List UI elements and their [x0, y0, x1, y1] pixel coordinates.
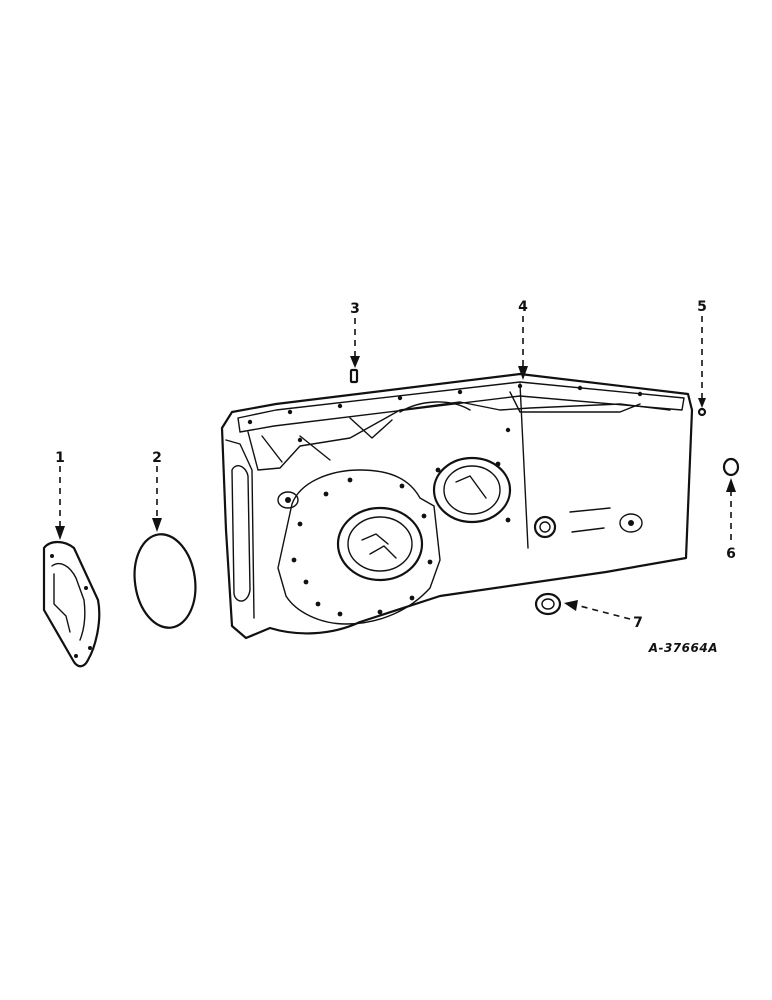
callout-4: 4 [518, 299, 528, 315]
part-1-cover-plate [42, 540, 101, 668]
callout-labels: 1 2 3 4 5 6 7 [55, 299, 736, 631]
part-5-plug [697, 407, 707, 417]
part-7-oil-seal [534, 592, 562, 616]
drawing-reference-number: A-37664A [648, 641, 718, 655]
callout-1: 1 [55, 450, 65, 466]
bolt-holes [247, 383, 643, 617]
part-6-cup-plug [722, 457, 740, 477]
callout-5: 5 [697, 299, 707, 315]
callout-7: 7 [633, 615, 643, 631]
leader-lines [55, 316, 736, 620]
part-4-transmission-case [220, 372, 694, 640]
callout-3: 3 [350, 301, 360, 317]
part-2-gasket-ring [133, 533, 197, 629]
part-3-dowel-pin [349, 368, 359, 384]
callout-6: 6 [726, 546, 736, 562]
callout-2: 2 [152, 450, 162, 466]
